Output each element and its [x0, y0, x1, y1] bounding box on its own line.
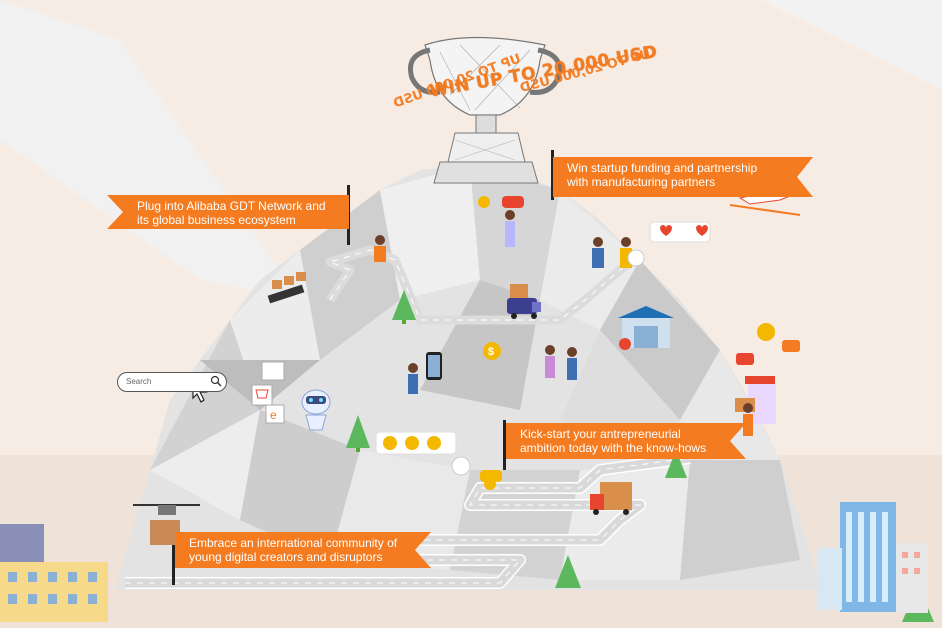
tree-icon — [392, 290, 416, 324]
milestone-flag-community: Embrace an international community of yo… — [175, 532, 415, 568]
milestone-line2: young digital creators and disruptors — [189, 550, 383, 564]
milestone-line2: with manufacturing partners — [567, 175, 716, 189]
scooter-icon — [480, 470, 502, 490]
flag-tail-network — [107, 195, 123, 229]
flag-pole-funding — [551, 150, 554, 200]
person-icon — [545, 345, 555, 378]
building-icon — [818, 502, 928, 613]
milestone-line1: Win startup funding and partnership — [567, 161, 758, 175]
trophy-banner: UP TO 20,000 USD WIN UP TO 20,000 USD UP… — [388, 42, 659, 122]
person-icon — [374, 235, 386, 262]
milestone-line2: ambition today with the know-hows — [520, 441, 707, 455]
svg-text:e: e — [270, 408, 277, 422]
person-icon — [567, 347, 577, 380]
milestone-line1: Plug into Alibaba GDT Network and — [137, 199, 326, 213]
milestone-flag-network: Plug into Alibaba GDT Network and its gl… — [123, 195, 349, 229]
emoji-icon — [375, 431, 457, 455]
emoji-icon — [478, 196, 800, 365]
flag-tail-funding — [797, 157, 813, 197]
milestone-flag-kickstart: Kick-start your antrepreneurial ambition… — [506, 423, 730, 459]
tree-icon — [346, 415, 370, 452]
flag-tail-kickstart — [730, 423, 746, 459]
warehouse-icon — [618, 306, 674, 350]
tree-icon — [555, 555, 581, 588]
person-icon — [592, 237, 604, 268]
search-icon[interactable] — [210, 375, 222, 387]
tree-icon — [665, 450, 687, 478]
shopping-cart-icon: e — [251, 361, 285, 424]
search-placeholder: Search — [126, 377, 152, 386]
robot-icon — [301, 389, 331, 431]
person-icon — [620, 237, 632, 268]
conveyor-belt-icon — [267, 272, 306, 304]
person-icon — [408, 363, 418, 394]
person-icon — [743, 403, 753, 436]
milestone-flag-funding: Win startup funding and partnership with… — [553, 157, 797, 197]
milestone-line1: Kick-start your antrepreneurial — [520, 427, 681, 441]
truck-icon — [590, 482, 632, 515]
person-icon — [505, 210, 515, 247]
flag-pole-kickstart — [503, 420, 506, 470]
building-icon — [0, 524, 108, 622]
milestone-line1: Embrace an international community of — [189, 536, 398, 550]
smartphone-icon — [426, 352, 442, 380]
svg-text:$: $ — [488, 346, 494, 358]
trophy-icon — [408, 36, 562, 184]
search-input[interactable]: Search — [117, 372, 227, 392]
background-diagonal-band-left — [0, 0, 300, 300]
avatar — [451, 249, 645, 476]
dollar-coin-icon: $ — [483, 342, 501, 360]
milestone-line2: its global business ecosystem — [137, 213, 296, 227]
delivery-van-icon — [507, 284, 541, 319]
flag-pole-community — [172, 535, 175, 585]
heart-icon — [649, 221, 711, 243]
flag-tail-community — [415, 532, 431, 568]
background-diagonal-band — [0, 0, 942, 90]
